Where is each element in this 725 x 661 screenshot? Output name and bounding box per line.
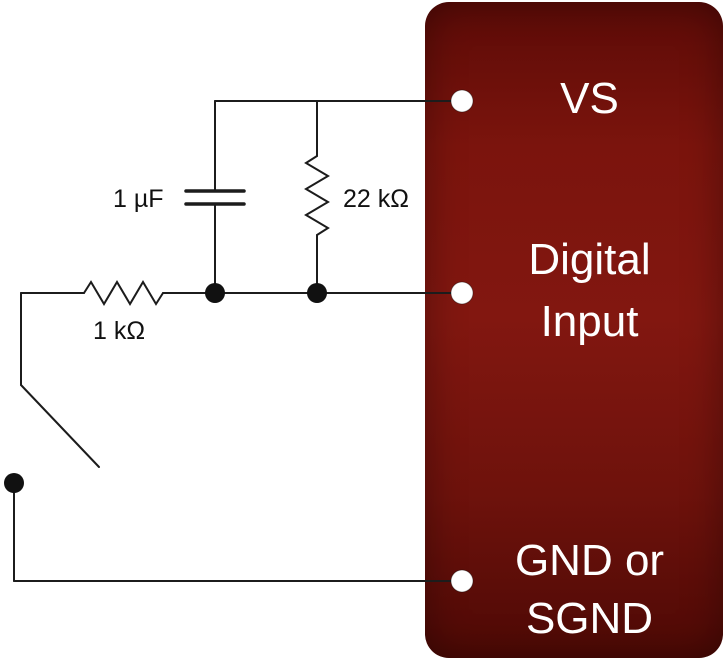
switch-terminal-dot [4,473,24,493]
junction-dot-capacitor [205,283,225,303]
pin-label-gnd: GND or SGND [514,536,665,643]
capacitor-label: 1 µF [113,185,164,213]
pullup-resistor-label: 22 kΩ [343,185,409,213]
switch-lever [20,384,100,468]
resistor-1k [83,280,164,306]
pin-label-vs: VS [560,74,619,123]
device-panel [425,2,723,658]
junction-dot-resistor [307,283,327,303]
resistor-22k [304,155,330,236]
pin-label-digital-input: Digital Input [528,235,651,346]
series-resistor-label: 1 kΩ [93,317,146,345]
